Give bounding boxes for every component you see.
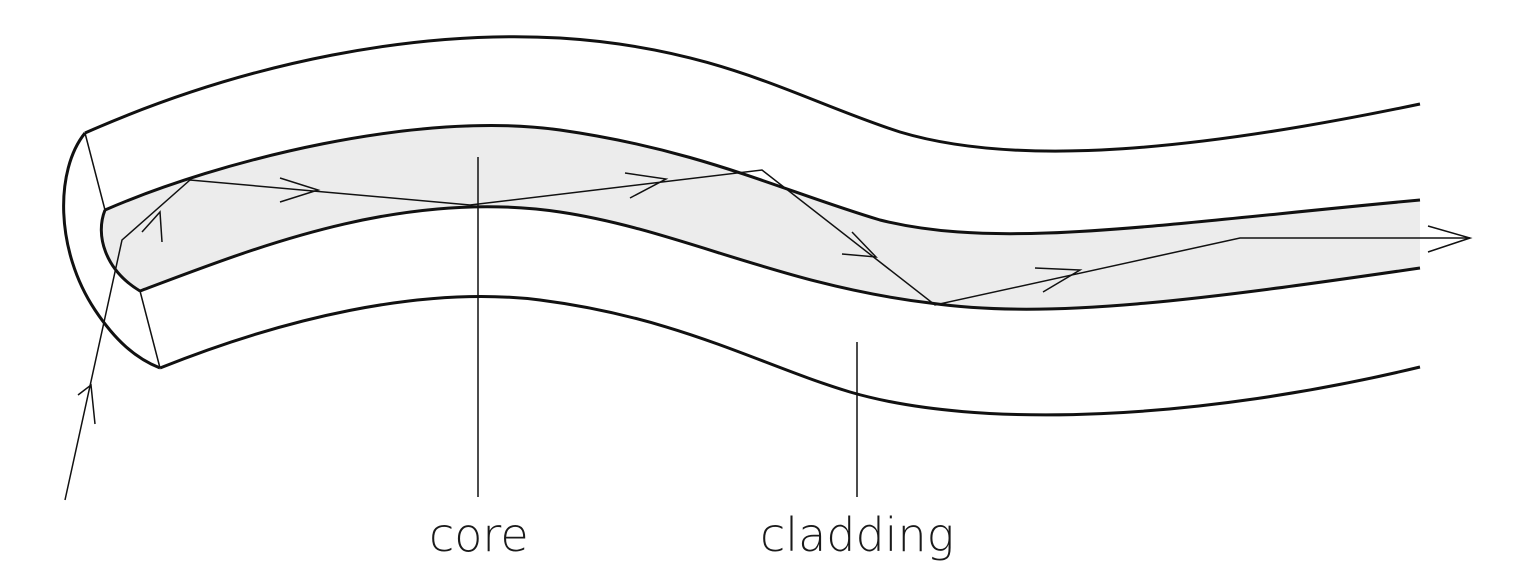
arrowhead-core-3 [841, 231, 878, 258]
arrowhead-core-1 [279, 177, 321, 203]
end-face-core [99, 209, 141, 293]
core-region [103, 125, 1421, 310]
arrowhead-core-in [141, 210, 163, 243]
ray-arrowheads [77, 172, 1473, 425]
end-face-outer [62, 132, 161, 370]
cladding-outer-top [84, 35, 1421, 153]
core-label: core [429, 508, 529, 562]
end-face-line-top [84, 132, 106, 211]
core-bottom-edge [139, 205, 1421, 311]
cladding-label: cladding [760, 508, 955, 562]
arrowhead-entry [77, 383, 96, 425]
arrowhead-core-4 [1034, 267, 1083, 293]
cladding-outer-bottom [159, 295, 1421, 417]
end-face-line-bottom [139, 290, 161, 369]
core-top-edge [104, 124, 1421, 236]
arrowhead-core-2 [624, 172, 669, 199]
light-ray [64, 169, 1470, 501]
arrowhead-exit [1427, 225, 1473, 253]
